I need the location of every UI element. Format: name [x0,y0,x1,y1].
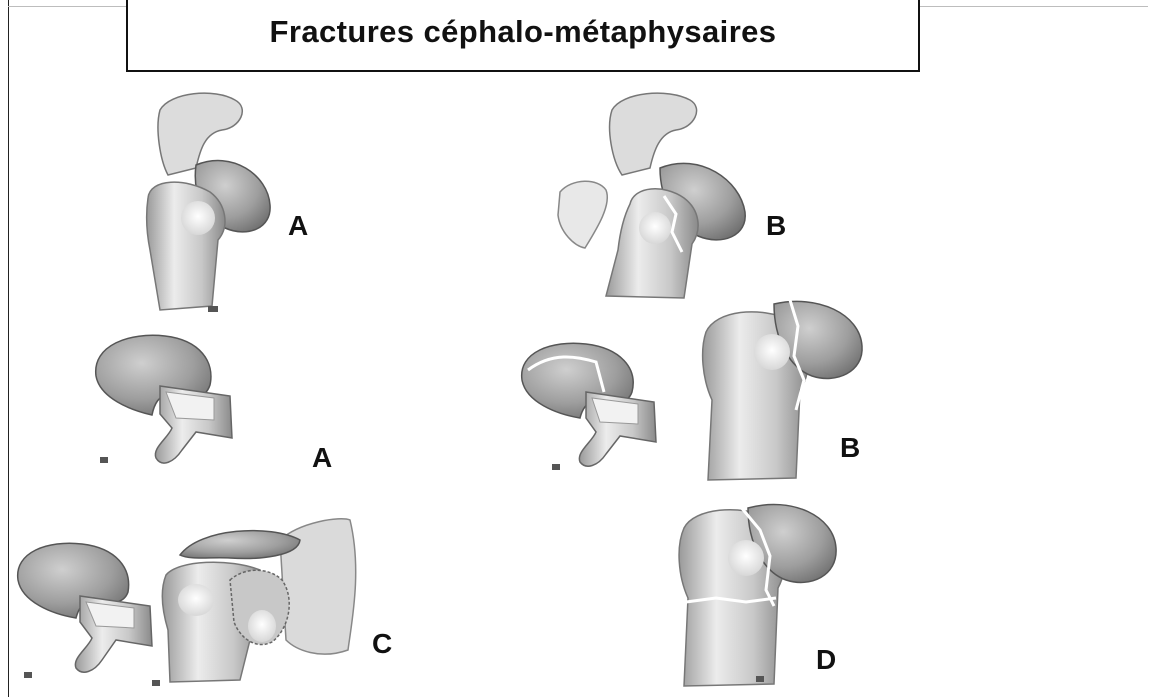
figure-row1-b [558,93,745,298]
scale-mark [24,672,32,678]
tuberosity-shape [728,540,764,576]
label-row1-right: B [766,210,786,242]
label-row1-left: A [288,210,308,242]
scale-mark [208,306,218,312]
label-row3-left: C [372,628,392,660]
scale-mark [552,464,560,470]
humerus-shaft [147,182,225,310]
tuberosity-shape [178,584,214,616]
scale-mark [756,676,764,682]
figure-row3-c [18,519,356,686]
tuberosity-shape [754,334,790,370]
figure-row2-b [522,300,862,480]
label-row2-left: A [312,442,332,474]
label-row3-right: D [816,644,836,676]
scale-mark [152,680,160,686]
label-row2-right: B [840,432,860,464]
fragment-shape [558,181,607,248]
tuberosity-shape [248,610,276,642]
tuberosity-shape [639,212,671,244]
tuberosity-shape [181,201,215,235]
figure-row2-a [96,335,232,463]
scale-mark [100,457,108,463]
humeral-head-dark [180,531,300,559]
figure-row3-d [679,504,836,686]
figure-row1-a [147,93,270,312]
